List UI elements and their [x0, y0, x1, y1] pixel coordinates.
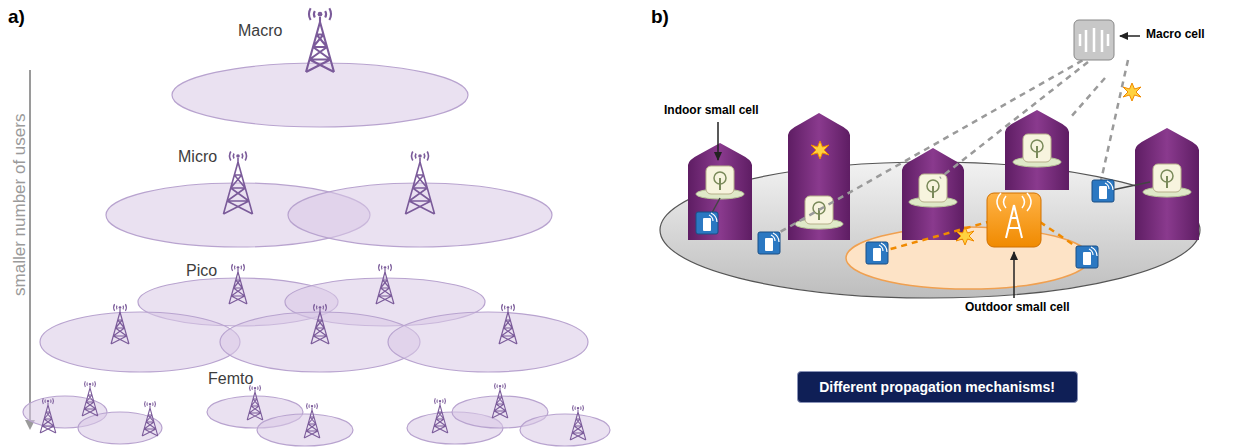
tier-name: Macro [238, 22, 282, 40]
tower-icon [306, 8, 334, 72]
coverage-area [172, 63, 468, 127]
tower-icon [223, 152, 252, 215]
callout-arrows [718, 36, 1140, 298]
callout-label: Outdoor small cell [965, 301, 1070, 315]
macro-cell-icon [1074, 20, 1114, 60]
panel-letter: a) [8, 6, 25, 28]
buildings [688, 110, 1199, 240]
coverage-area [257, 414, 353, 446]
coverage-area [40, 312, 240, 372]
indoor-small-cell-icons [696, 134, 1191, 229]
callout-label: Macro cell [1146, 28, 1205, 42]
trend-arrow [29, 70, 31, 428]
callout-label: Indoor small cell [664, 104, 759, 118]
tier-name: Micro [178, 148, 217, 166]
tower-icon [229, 264, 247, 304]
tower-icon [499, 304, 517, 344]
cell-hierarchy-illustration [0, 0, 620, 448]
interference-bursts [811, 83, 1141, 245]
message-text: Different propagation mechanisms! [819, 379, 1055, 395]
tower-icon [570, 405, 586, 440]
tower-icon [311, 304, 329, 344]
outdoor-coverage [846, 227, 1090, 289]
indoor-links [708, 182, 1150, 220]
message-box: Different propagation mechanisms! [797, 371, 1078, 403]
panel-letter: b) [651, 6, 669, 28]
tier-name: Femto [208, 370, 253, 388]
tower-icon [247, 385, 263, 420]
tower-icon [40, 398, 56, 433]
tower-icon [405, 152, 434, 215]
user-phones [696, 180, 1114, 268]
small-cell-links [880, 222, 1084, 252]
tower-icon [82, 381, 98, 416]
tower-icon [432, 398, 448, 433]
tower-icon [111, 304, 129, 344]
axis-caption: smaller number of users [10, 114, 30, 296]
macro-links [780, 55, 1128, 232]
tower-icon [142, 401, 158, 436]
tier-name: Pico [186, 262, 217, 280]
outdoor-small-cell-icon [987, 193, 1041, 247]
tower-icon [376, 264, 394, 304]
tower-icon [492, 383, 508, 418]
tower-icon [304, 403, 320, 438]
coverage-area [388, 312, 588, 372]
coverage-area [520, 414, 610, 446]
